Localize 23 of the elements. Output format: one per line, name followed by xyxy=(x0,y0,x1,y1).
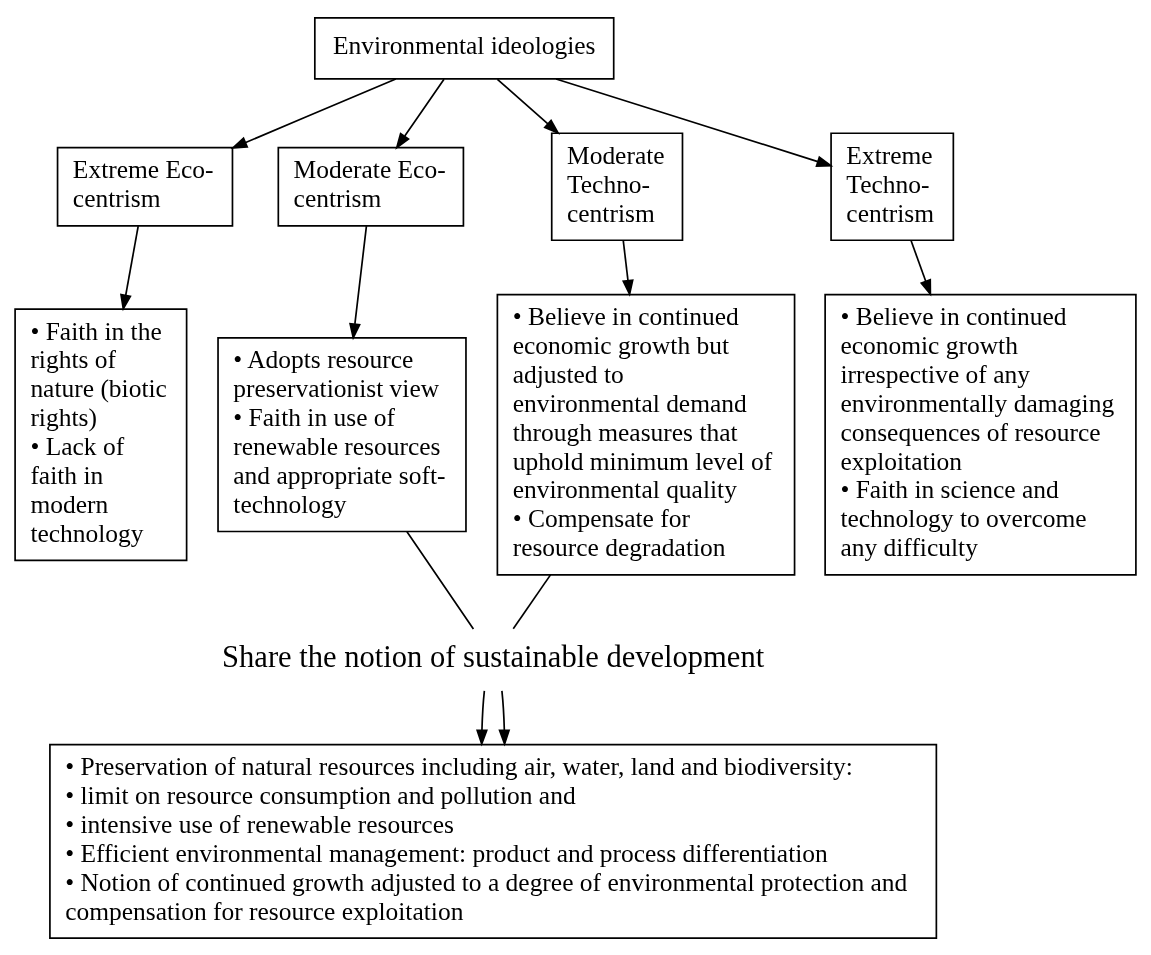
node-box: Extreme Eco-centrism xyxy=(56,146,234,227)
connector xyxy=(406,530,475,630)
arrow xyxy=(395,78,445,150)
arrow xyxy=(120,224,140,311)
node-box: Moderate Techno-centrism xyxy=(550,131,684,241)
node-box: • Faith in the rights of nature (biotic rights) • Lack of faith in modern technology xyxy=(14,307,188,561)
arrow xyxy=(910,238,932,297)
arrow xyxy=(230,77,397,149)
node-box: • Believe in continued economic growth but adjusted to environmental demand through measures that uphold minimum level of environmental quality • Compensate for resource degradation xyxy=(496,293,796,576)
node-text: Share the notion of sustainable development xyxy=(222,639,765,674)
arrow xyxy=(496,78,561,135)
arrow xyxy=(498,689,511,747)
arrow xyxy=(555,77,834,167)
node-box: • Adopts resource preservationist view • Faith in use of renewable resources and appropriate soft-technology xyxy=(217,336,467,532)
arrow xyxy=(622,238,634,297)
arrow xyxy=(476,689,488,747)
arrow xyxy=(349,224,368,340)
connector xyxy=(512,573,552,630)
node-box: Extreme Techno-centrism xyxy=(830,131,955,241)
node-box: • Believe in continued economic growth irrespective of any environmentally damaging consequences of resource exploitation • Faith in science and technology to overcome any difficulty xyxy=(824,293,1137,576)
node-box: Environmental ideologies xyxy=(313,16,615,80)
node-box: Moderate Eco-centrism xyxy=(277,146,465,227)
node-box: • Preservation of natural resources including air, water, land and biodiversity: • limit on resource consumption and pollution and • intensive use of renewable resources • Efficient environmental management: product and process differentiation • Notion of continued growth adjusted to a degree of environmental protection and compensation for resource exploitation xyxy=(49,743,938,939)
